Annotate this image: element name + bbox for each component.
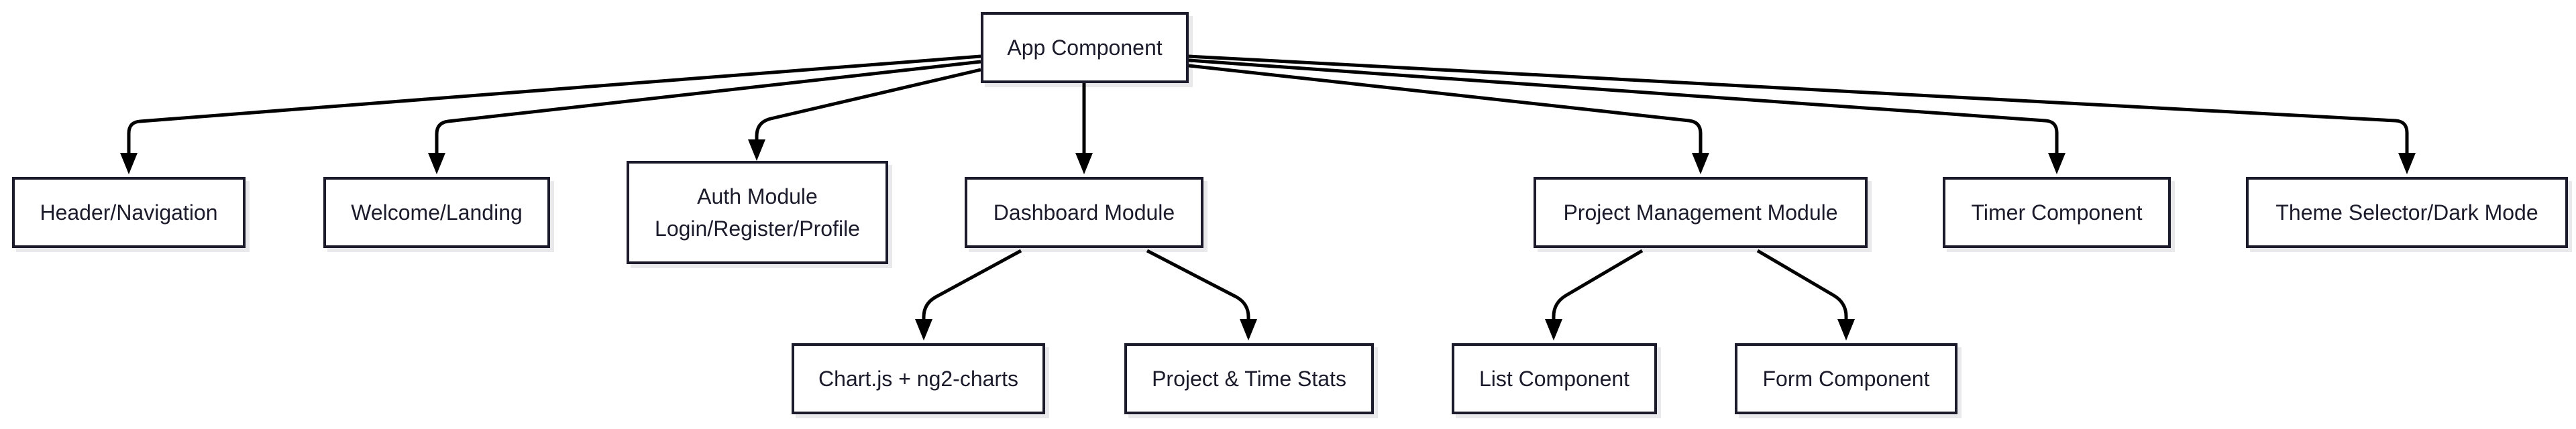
node-app-component: App Component xyxy=(981,12,1189,83)
node-timer-component: Timer Component xyxy=(1943,177,2171,248)
edge-app-to-project xyxy=(1188,64,1703,153)
node-chart-js: Chart.js + ng2-charts xyxy=(792,343,1045,414)
node-header-navigation: Header/Navigation xyxy=(12,177,246,248)
arrowhead-auth xyxy=(748,139,765,161)
edge-app-to-auth xyxy=(755,68,981,139)
arrowhead-theme xyxy=(2398,153,2416,174)
node-label: List Component xyxy=(1479,367,1630,391)
node-label: Header/Navigation xyxy=(40,200,218,225)
arrowhead-welcome xyxy=(428,153,445,174)
edge-project-to-form xyxy=(1756,249,1848,319)
node-welcome-landing: Welcome/Landing xyxy=(323,177,550,248)
node-label: Project Management Module xyxy=(1563,200,1838,225)
node-project-time-stats: Project & Time Stats xyxy=(1124,343,1374,414)
node-label: Chart.js + ng2-charts xyxy=(818,367,1018,391)
node-label: Auth Module Login/Register/Profile xyxy=(655,184,860,241)
node-label: Dashboard Module xyxy=(993,200,1175,225)
arrowhead-dashboard xyxy=(1075,153,1093,174)
edge-app-to-theme xyxy=(1188,54,2409,153)
node-label: Welcome/Landing xyxy=(351,200,523,225)
arrowhead-header xyxy=(120,153,138,174)
node-auth-module: Auth Module Login/Register/Profile xyxy=(627,161,888,264)
node-label: App Component xyxy=(1007,36,1163,60)
edge-app-to-timer xyxy=(1188,58,2059,153)
arrowhead-form xyxy=(1837,319,1855,341)
edge-dashboard-to-stats xyxy=(1146,249,1250,319)
node-label: Timer Component xyxy=(1971,200,2143,225)
arrowhead-timer xyxy=(2048,153,2065,174)
node-list-component: List Component xyxy=(1452,343,1657,414)
edge-app-to-header xyxy=(127,54,981,153)
edge-dashboard-to-chart xyxy=(922,249,1022,319)
node-label: Theme Selector/Dark Mode xyxy=(2275,200,2538,225)
node-project-management-module: Project Management Module xyxy=(1534,177,1868,248)
arrowhead-list xyxy=(1545,319,1562,341)
arrowhead-project xyxy=(1692,153,1709,174)
edge-project-to-list xyxy=(1552,249,1644,319)
arrowhead-stats xyxy=(1240,319,1257,341)
node-label: Form Component xyxy=(1762,367,1930,391)
node-theme-selector: Theme Selector/Dark Mode xyxy=(2246,177,2568,248)
node-dashboard-module: Dashboard Module xyxy=(965,177,1203,248)
node-label: Project & Time Stats xyxy=(1152,367,1346,391)
node-form-component: Form Component xyxy=(1735,343,1957,414)
arrowhead-chart xyxy=(915,319,932,341)
edge-app-to-welcome xyxy=(435,60,981,153)
